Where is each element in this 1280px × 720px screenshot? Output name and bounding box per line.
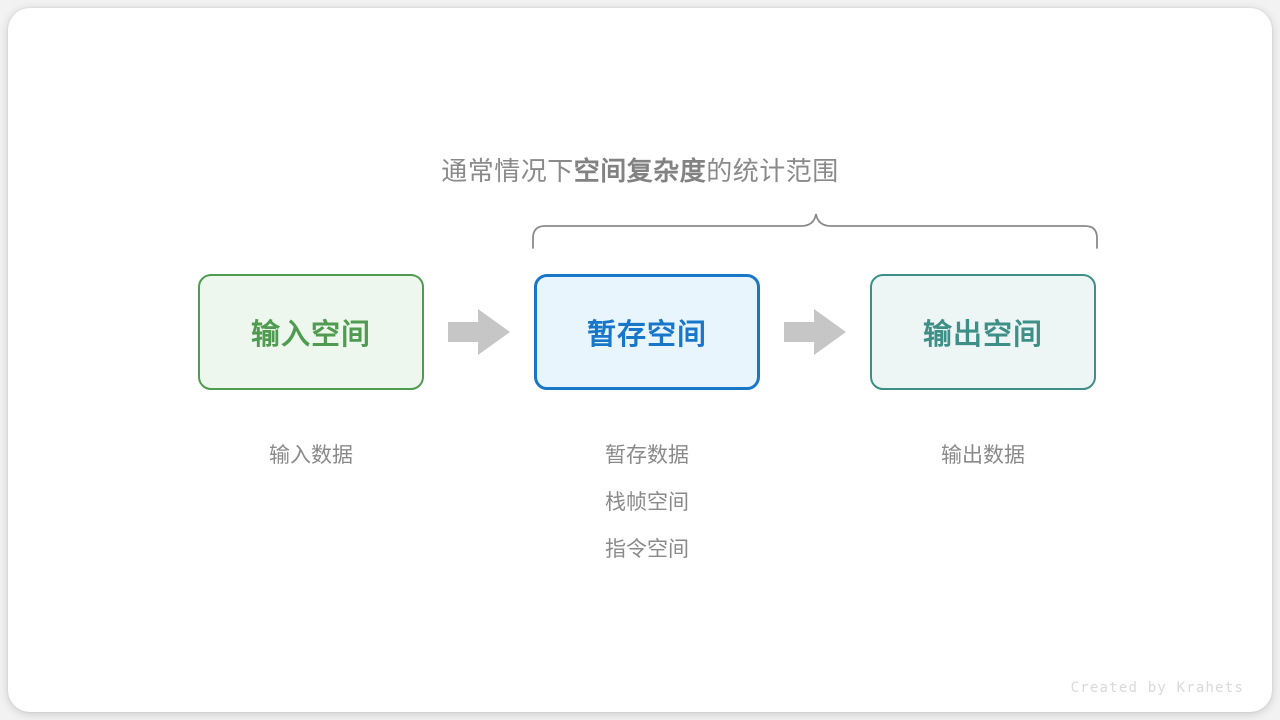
node-temp-space[interactable]: 暂存空间	[534, 274, 760, 390]
arrow-input-to-temp-icon	[448, 309, 510, 355]
caption-group-input: 输入数据	[198, 432, 424, 479]
arrow-right-icon	[784, 309, 846, 355]
caption-group-output: 输出数据	[870, 432, 1096, 479]
node-output-space[interactable]: 输出空间	[870, 274, 1096, 390]
scope-brace-svg	[532, 213, 1098, 249]
title-emphasis: 空间复杂度	[573, 156, 707, 186]
title-suffix: 的统计范围	[706, 156, 839, 186]
diagram-title: 通常情况下空间复杂度的统计范围	[8, 151, 1272, 188]
arrow-temp-to-output-icon	[784, 309, 846, 355]
diagram-card: 通常情况下空间复杂度的统计范围 输入空间 暂存空间 输出空间	[8, 8, 1272, 712]
node-output-space-label: 输出空间	[922, 319, 1043, 351]
credit-text: Created by Krahets	[1070, 680, 1244, 696]
node-temp-space-label: 暂存空间	[586, 319, 707, 351]
caption-line: 栈帧空间	[605, 491, 689, 514]
title-prefix: 通常情况下	[441, 156, 574, 186]
caption-line: 指令空间	[605, 538, 689, 561]
caption-group-temp: 暂存数据 栈帧空间 指令空间	[534, 432, 760, 573]
arrow-right-icon	[448, 309, 510, 355]
node-input-space[interactable]: 输入空间	[198, 274, 424, 390]
caption-line: 输出数据	[941, 444, 1025, 467]
scope-brace	[8, 198, 1272, 260]
node-input-space-label: 输入空间	[250, 319, 371, 351]
caption-line: 暂存数据	[605, 444, 689, 467]
caption-line: 输入数据	[269, 444, 353, 467]
brace-path	[532, 213, 1098, 249]
